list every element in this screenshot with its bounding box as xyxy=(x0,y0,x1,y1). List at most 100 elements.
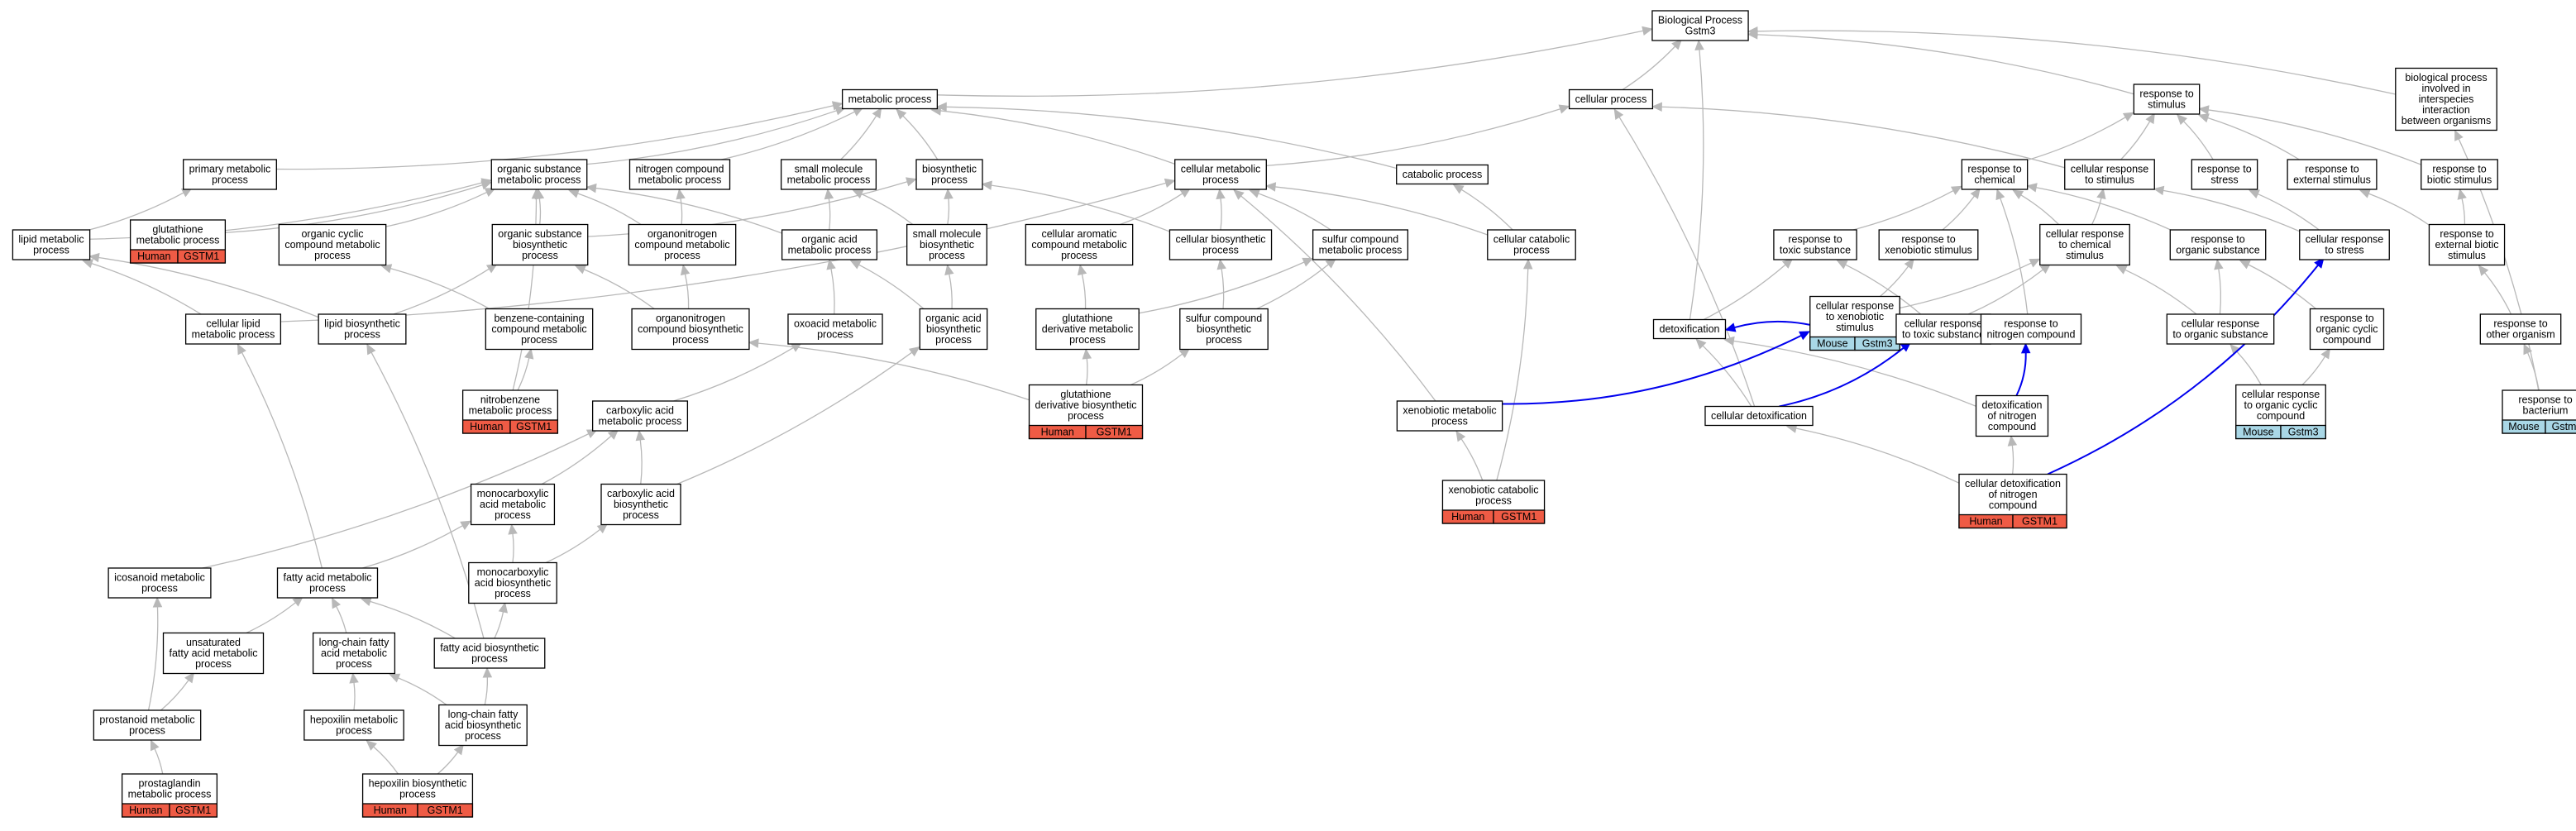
go-term-node-resp-bacterium[interactable]: response tobacteriumMouseGstm3 xyxy=(2502,389,2576,434)
node-label-line: sulfur compound xyxy=(1186,313,1262,324)
node-box xyxy=(183,159,277,190)
node-label-line: process xyxy=(1513,245,1550,256)
is-a-edge xyxy=(437,743,464,775)
node-label-line: organic cyclic xyxy=(2316,323,2378,335)
node-box xyxy=(2287,159,2378,190)
go-term-node-detox[interactable]: detoxification xyxy=(1652,318,1727,340)
go-term-node-cellular[interactable]: cellular process xyxy=(1568,88,1654,110)
node-label-line: fatty acid metabolic xyxy=(170,647,258,659)
node-box xyxy=(12,229,91,260)
is-a-edge xyxy=(1723,336,1976,407)
go-term-node-cell-detox[interactable]: cellular detoxification xyxy=(1704,405,1814,427)
node-label-line: compound xyxy=(1989,499,2037,511)
node-label-line: process xyxy=(929,250,965,261)
node-box xyxy=(919,308,988,351)
node-label-line: metabolic process xyxy=(498,174,581,186)
node-label-line: process xyxy=(623,509,659,521)
is-a-edge xyxy=(362,520,472,569)
gene-label: GSTM1 xyxy=(516,421,552,432)
is-a-edge xyxy=(936,102,1397,170)
node-box xyxy=(2428,223,2506,266)
go-term-node-catabolic[interactable]: catabolic process xyxy=(1396,164,1489,185)
node-label-line: stress xyxy=(2210,174,2238,186)
is-a-edge xyxy=(676,346,920,485)
node-label-line: process xyxy=(141,583,178,595)
gene-label: GSTM1 xyxy=(428,805,463,816)
node-label-line: nitrogen compound xyxy=(1986,329,2075,341)
node-label-line: process xyxy=(672,334,709,346)
go-term-node-metabolic[interactable]: metabolic process xyxy=(841,88,939,110)
node-label-line: process xyxy=(495,588,531,599)
node-label-line: process xyxy=(1202,174,1239,186)
is-a-edge xyxy=(545,523,609,564)
node-label-line: compound xyxy=(2257,410,2305,422)
